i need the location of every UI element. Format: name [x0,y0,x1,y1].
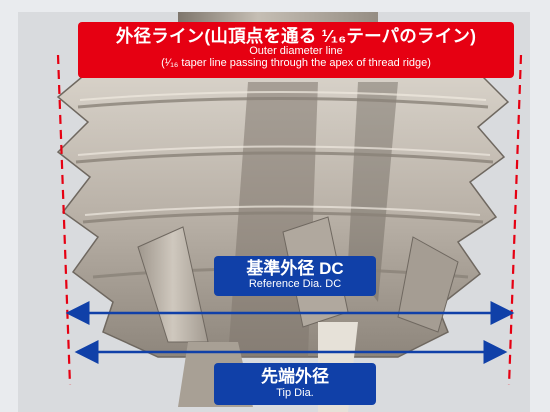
tip-diameter-english: Tip Dia. [276,386,314,399]
outer-diameter-title: 外径ライン(山頂点を通る ¹⁄₁₆テーパのライン) [115,26,477,46]
outer-diameter-note: (¹⁄₁₆ taper line passing through the ape… [161,56,431,69]
tip-diameter-label: 先端外径 Tip Dia. [214,363,376,405]
thread-tap-photo [18,12,530,412]
reference-diameter-label: 基準外径 DC Reference Dia. DC [214,256,376,296]
left-outer-diameter-line [56,54,72,386]
outer-diameter-english: Outer diameter line [249,45,343,58]
outer-diameter-label: 外径ライン(山頂点を通る ¹⁄₁₆テーパのライン) Outer diameter… [78,22,514,78]
tip-diameter-title: 先端外径 [261,367,329,386]
reference-diameter-english: Reference Dia. DC [248,277,342,290]
right-outer-diameter-line [507,54,523,386]
reference-diameter-title: 基準外径 DC [246,259,344,278]
